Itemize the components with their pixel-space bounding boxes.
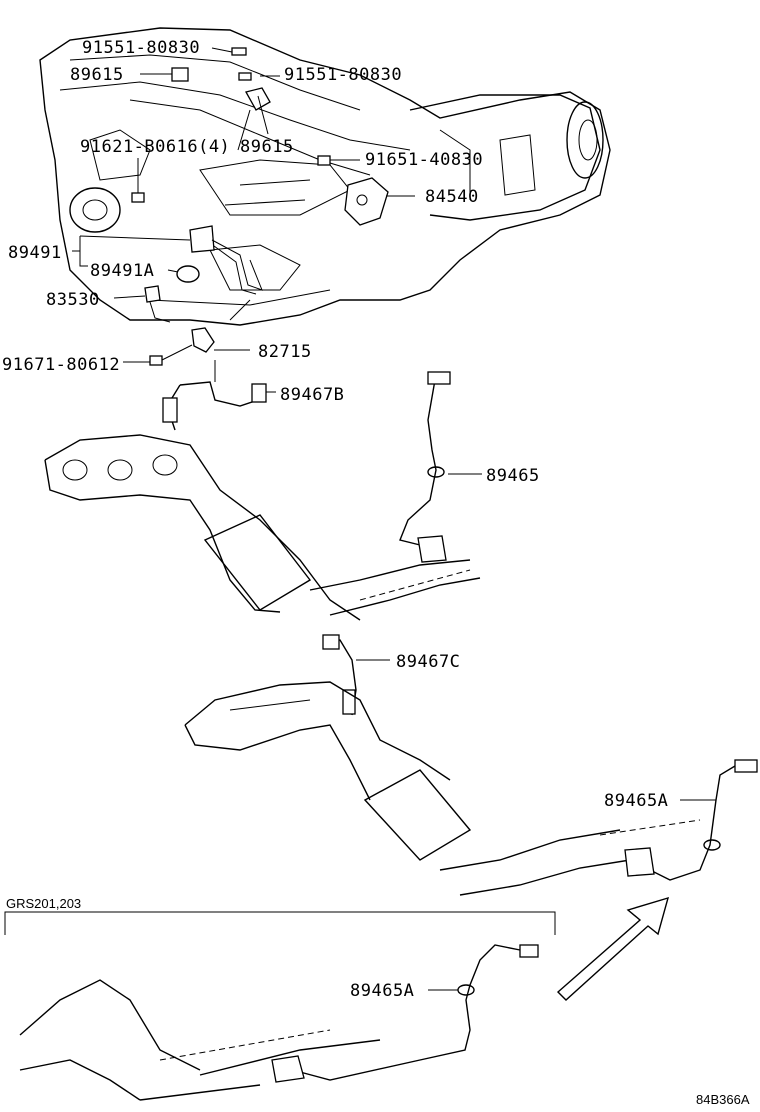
sensor-89467B-drawing <box>162 360 267 431</box>
label-84540: 84540 <box>425 187 479 207</box>
label-91551-80830-right: 91551-80830 <box>284 65 402 85</box>
label-91551-80830-top: 91551-80830 <box>82 38 200 58</box>
sensor-89465A-right-drawing <box>624 759 758 881</box>
label-89467c: 89467C <box>396 652 460 672</box>
variant-note: GRS201,203 <box>6 896 81 911</box>
engine-assembly-drawing <box>39 27 611 366</box>
label-91621-b0616: 91621-B0616(4) <box>80 137 230 157</box>
view-arrow <box>556 896 670 1001</box>
label-89467b: 89467B <box>280 385 344 405</box>
label-89491a: 89491A <box>90 261 154 281</box>
label-89491: 89491 <box>8 243 62 263</box>
label-91651-40830: 91651-40830 <box>365 150 483 170</box>
grs-inset-drawing <box>4 911 556 1101</box>
label-89615-right: 89615 <box>240 137 294 157</box>
label-83530: 83530 <box>46 290 100 310</box>
label-82715: 82715 <box>258 342 312 362</box>
label-89465a-bottom: 89465A <box>350 981 414 1001</box>
diagram-code: 84B366A <box>696 1092 750 1107</box>
leader-lines <box>72 47 716 991</box>
label-89615-left: 89615 <box>70 65 124 85</box>
label-89465a-right: 89465A <box>604 791 668 811</box>
label-89465: 89465 <box>486 466 540 486</box>
label-91671-80612: 91671-80612 <box>2 355 120 375</box>
upper-exhaust-drawing <box>44 371 481 621</box>
middle-exhaust-drawing <box>184 634 701 896</box>
